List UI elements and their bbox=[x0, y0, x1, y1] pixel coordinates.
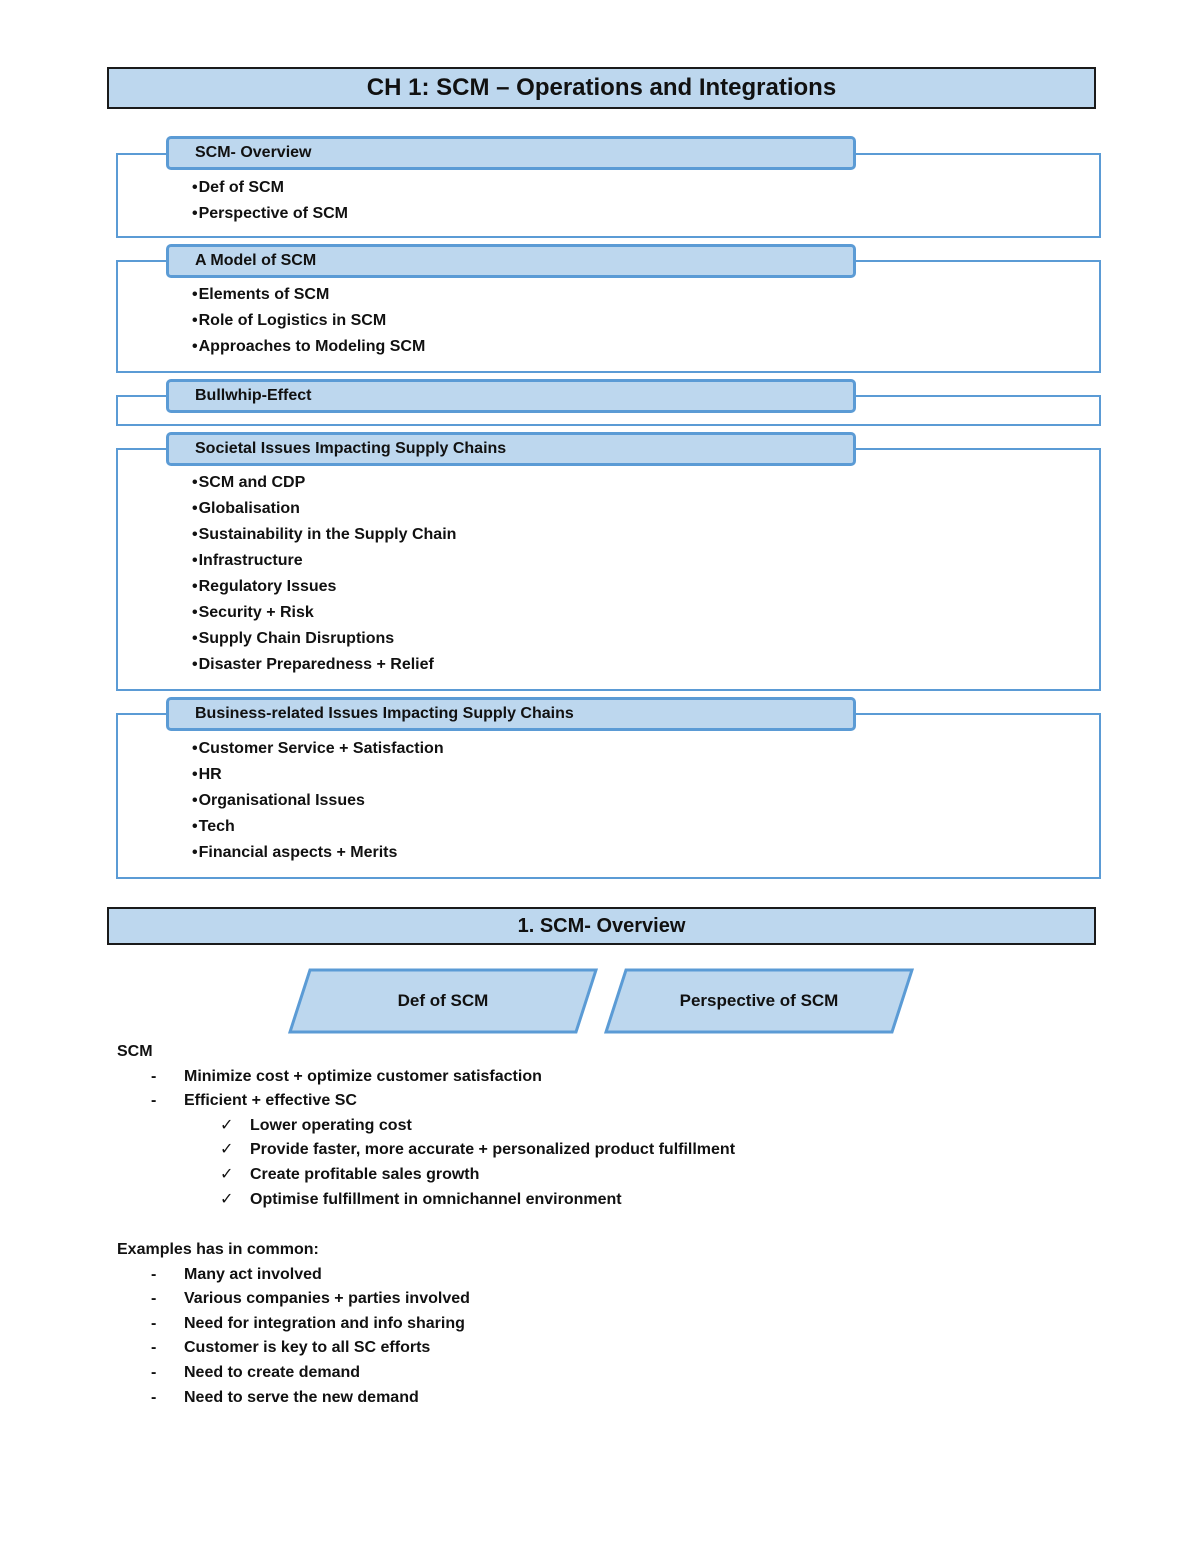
parallelogram-shape bbox=[288, 968, 598, 1034]
section-header-overview: SCM- Overview bbox=[166, 136, 856, 170]
list-item: Approaches to Modeling SCM bbox=[192, 334, 426, 360]
list-item: -Efficient + effective SC bbox=[151, 1092, 357, 1110]
section-header-business: Business-related Issues Impacting Supply… bbox=[166, 697, 856, 731]
section-header-societal: Societal Issues Impacting Supply Chains bbox=[166, 432, 856, 466]
list-item-text: Efficient + effective SC bbox=[184, 1092, 357, 1110]
list-item: Globalisation bbox=[192, 496, 456, 522]
list-item: Organisational Issues bbox=[192, 788, 444, 814]
list-item-text: Lower operating cost bbox=[250, 1116, 412, 1134]
list-item: -Minimize cost + optimize customer satis… bbox=[151, 1067, 542, 1085]
list-item: ✓ Create profitable sales growth bbox=[117, 1163, 735, 1188]
checkmark-icon: ✓ bbox=[220, 1190, 234, 1208]
list-item: -Various companies + parties involved bbox=[151, 1290, 470, 1308]
parallelogram-label: Def of SCM bbox=[397, 991, 489, 1010]
list-item-text: Minimize cost + optimize customer satisf… bbox=[184, 1067, 542, 1085]
list-item: Def of SCM bbox=[192, 175, 348, 201]
parallelogram-label: Perspective of SCM bbox=[679, 991, 839, 1010]
list-item: -Need to create demand bbox=[151, 1363, 361, 1381]
list-item-text: Need for integration and info sharing bbox=[184, 1314, 465, 1332]
checkmark-icon: ✓ bbox=[220, 1165, 234, 1183]
list-item: Perspective of SCM bbox=[192, 201, 348, 227]
list-item-text: Optimise fulfillment in omnichannel envi… bbox=[250, 1190, 622, 1208]
list-item: Sustainability in the Supply Chain bbox=[192, 522, 457, 548]
scm-label: SCM bbox=[117, 1043, 153, 1060]
list-item: SCM and CDP bbox=[192, 470, 456, 496]
section-items-societal: SCM and CDP Globalisation Sustainability… bbox=[192, 470, 457, 678]
page-title: CH 1: SCM – Operations and Integrations bbox=[107, 67, 1096, 109]
list-item: ✓ Provide faster, more accurate + persona… bbox=[117, 1138, 735, 1163]
list-item: Role of Logistics in SCM bbox=[192, 308, 425, 334]
list-item-text: Need to create demand bbox=[184, 1363, 361, 1381]
list-item: HR bbox=[192, 762, 444, 788]
section-items-business: Customer Service + Satisfaction HR Organ… bbox=[192, 736, 444, 866]
list-item-text: Create profitable sales growth bbox=[250, 1165, 480, 1183]
list-item: Tech bbox=[192, 814, 444, 840]
list-item: Financial aspects + Merits bbox=[192, 840, 444, 866]
list-item-text: Various companies + parties involved bbox=[184, 1290, 470, 1308]
section-header-bullwhip: Bullwhip-Effect bbox=[166, 379, 856, 413]
list-item: Infrastructure bbox=[192, 548, 456, 574]
checkmark-icon: ✓ bbox=[220, 1141, 234, 1159]
list-item: Elements of SCM bbox=[192, 282, 425, 308]
list-item-text: Provide faster, more accurate + personal… bbox=[250, 1141, 736, 1159]
list-item: -Many act involved bbox=[151, 1265, 322, 1283]
section-header-model: A Model of SCM bbox=[166, 244, 856, 278]
scm-notes: SCM -Minimize cost + optimize customer s… bbox=[117, 1040, 735, 1212]
section-items-overview: Def of SCM Perspective of SCM bbox=[192, 175, 348, 227]
list-item: Regulatory Issues bbox=[192, 574, 456, 600]
list-item-text: Many act involved bbox=[184, 1265, 322, 1283]
examples-notes: Examples has in common: -Many act involv… bbox=[117, 1238, 470, 1410]
section-title-overview: 1. SCM- Overview bbox=[107, 907, 1096, 945]
parallelogram-shape bbox=[604, 968, 914, 1034]
scm-points: -Minimize cost + optimize customer satis… bbox=[117, 1065, 735, 1114]
list-item: ✓ Optimise fulfillment in omnichannel env… bbox=[117, 1188, 735, 1213]
list-item: Supply Chain Disruptions bbox=[192, 626, 456, 652]
examples-label: Examples has in common: bbox=[117, 1241, 319, 1258]
list-item-text: Customer is key to all SC efforts bbox=[184, 1339, 431, 1357]
list-item: Security + Risk bbox=[192, 600, 456, 626]
list-item: -Need to serve the new demand bbox=[151, 1388, 419, 1406]
checkmark-icon: ✓ bbox=[220, 1116, 234, 1134]
examples-list: -Many act involved -Various companies + … bbox=[117, 1263, 470, 1411]
list-item: -Need for integration and info sharing bbox=[151, 1314, 465, 1332]
list-item: Disaster Preparedness + Relief bbox=[192, 652, 456, 678]
list-item-text: Need to serve the new demand bbox=[184, 1388, 419, 1406]
scm-subpoints: ✓ Lower operating cost ✓ Provide faster, m… bbox=[117, 1114, 735, 1212]
list-item: ✓ Lower operating cost bbox=[117, 1114, 735, 1139]
list-item: -Customer is key to all SC efforts bbox=[151, 1339, 431, 1357]
parallelogram-perspective-of-scm: Perspective of SCM bbox=[604, 968, 914, 1034]
list-item: Customer Service + Satisfaction bbox=[192, 736, 444, 762]
section-items-model: Elements of SCM Role of Logistics in SCM… bbox=[192, 282, 426, 360]
parallelogram-def-of-scm: Def of SCM bbox=[288, 968, 598, 1034]
